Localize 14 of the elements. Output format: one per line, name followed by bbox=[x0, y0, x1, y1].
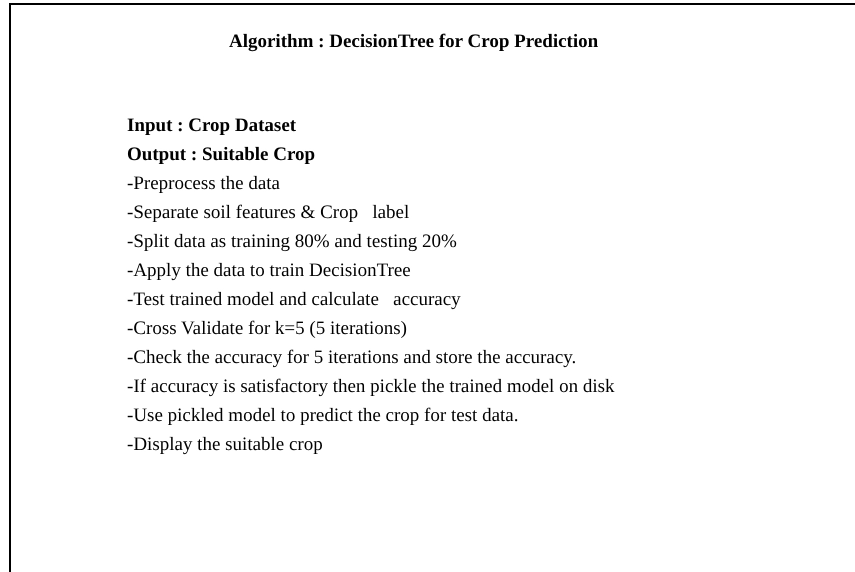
step-text: -Display the suitable crop bbox=[127, 434, 323, 456]
step-text: -Split data as training 80% and testing 20% bbox=[127, 231, 457, 253]
step-text: -Cross Validate for k=5 (5 iterations) bbox=[127, 318, 407, 340]
step-text: -Apply the data to train DecisionTree bbox=[127, 260, 411, 282]
io-text: Input : Crop Dataset bbox=[127, 115, 296, 137]
step-text: -Separate soil features & Crop label bbox=[127, 202, 410, 224]
step-text: -Test trained model and calculate accuracy bbox=[127, 289, 461, 311]
step-text: -Check the accuracy for 5 iterations and store the accuracy. bbox=[127, 347, 576, 369]
step-text: -Preprocess the data bbox=[127, 173, 280, 195]
algorithm-box bbox=[9, 3, 855, 572]
io-text: Output : Suitable Crop bbox=[127, 144, 316, 166]
step-text: -Use pickled model to predict the crop for test data. bbox=[127, 405, 518, 427]
algorithm-title: Algorithm : DecisionTree for Crop Prediction bbox=[229, 31, 598, 53]
step-text: -If accuracy is satisfactory then pickle the trained model on disk bbox=[127, 376, 614, 398]
